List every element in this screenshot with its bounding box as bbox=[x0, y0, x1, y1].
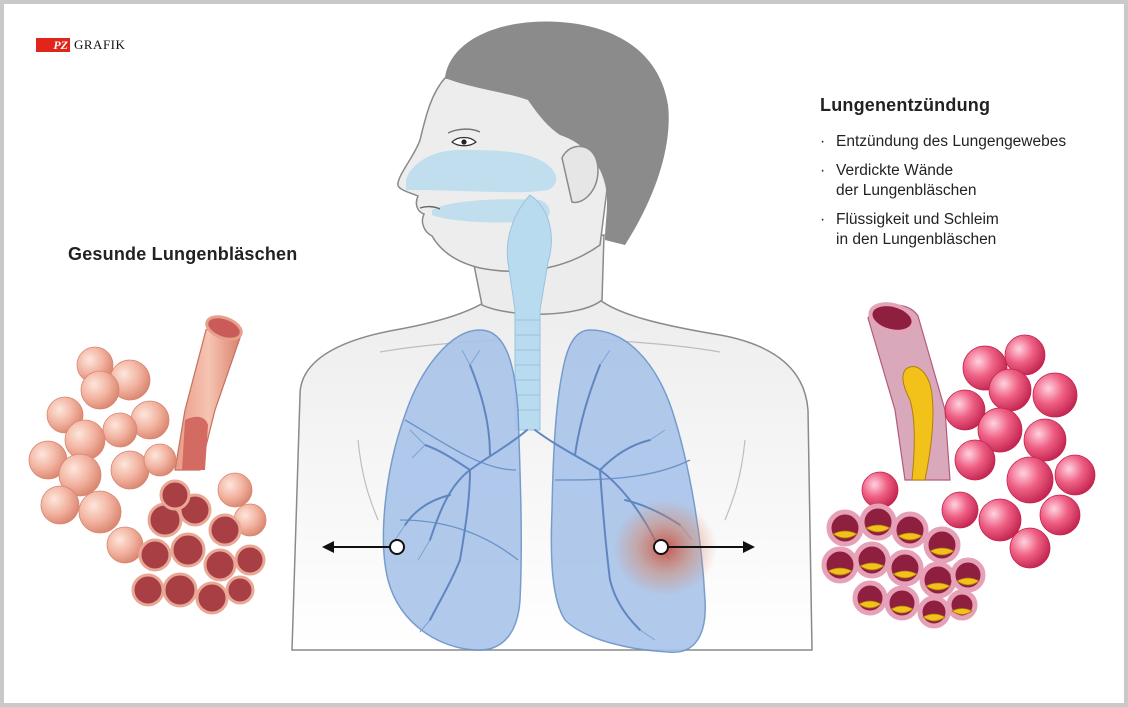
fluid-in-alveoli bbox=[827, 524, 980, 622]
torso bbox=[291, 299, 813, 651]
pneumonia-bullet-list: ·Entzündung des Lungengewebes ·Verdickte… bbox=[818, 132, 1066, 259]
healthy-alveoli-cross-section bbox=[131, 479, 266, 615]
pneumonia-title: Lungenentzündung bbox=[820, 95, 991, 115]
nasal-cavity bbox=[406, 150, 557, 193]
connector-left bbox=[322, 539, 405, 555]
logo-badge: PZ bbox=[36, 38, 70, 52]
trachea-rings bbox=[515, 319, 540, 411]
bullet-item: ·Verdickte Wände der Lungenbläschen bbox=[820, 162, 977, 199]
pupil bbox=[461, 139, 467, 145]
bullet-text: Verdickte Wände der Lungenbläschen bbox=[836, 162, 977, 199]
mouth bbox=[419, 205, 441, 210]
pz-grafik-logo: PZ GRAFIK bbox=[36, 37, 125, 53]
bullet-item: ·Flüssigkeit und Schleim in den Lungenbl… bbox=[820, 211, 999, 248]
bullet-text: Entzündung des Lungengewebes bbox=[836, 133, 1067, 150]
ear bbox=[561, 145, 599, 204]
logo-text: GRAFIK bbox=[74, 37, 126, 52]
bullet-text: Flüssigkeit und Schleim in den Lungenblä… bbox=[836, 211, 999, 248]
mucus-plug bbox=[902, 365, 934, 481]
hair bbox=[445, 21, 669, 246]
bullet-item: ·Entzündung des Lungengewebes bbox=[820, 133, 1067, 150]
healthy-alveoli-title: Gesunde Lungenbläschen bbox=[68, 244, 298, 264]
healthy-alveoli-cluster bbox=[28, 315, 267, 615]
eyebrow bbox=[447, 128, 481, 134]
connector-right bbox=[653, 539, 755, 555]
inflamed-alveoli-cluster bbox=[821, 302, 1096, 629]
lungs bbox=[382, 329, 717, 653]
